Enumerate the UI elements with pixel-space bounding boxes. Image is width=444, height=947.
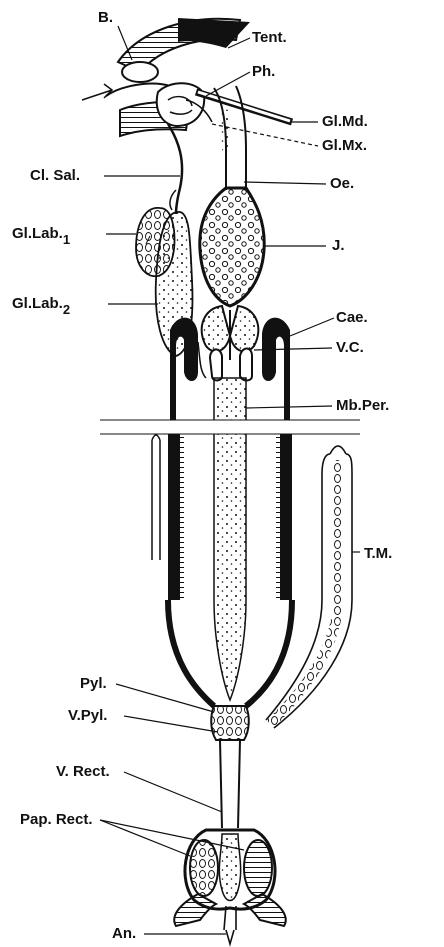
oesophagus-crop	[200, 86, 264, 360]
label-pap-rect: Pap. Rect.	[20, 811, 93, 828]
label-gl-md: Gl.Md.	[322, 113, 368, 130]
label-gl-lab1: Gl.Lab.1	[12, 225, 70, 247]
label-j: J.	[332, 237, 345, 254]
label-oe: Oe.	[330, 175, 354, 192]
label-tm: T.M.	[364, 545, 392, 562]
label-cae: Cae.	[336, 309, 368, 326]
label-gl-mx: Gl.Mx.	[322, 137, 367, 154]
label-an: An.	[112, 925, 136, 942]
label-tent: Tent.	[252, 29, 287, 46]
label-v-pyl: V.Pyl.	[68, 707, 107, 724]
label-mb-per: Mb.Per.	[336, 397, 389, 414]
label-pyl: Pyl.	[80, 675, 107, 692]
midgut	[168, 318, 292, 706]
label-cl-sal: Cl. Sal.	[30, 167, 80, 184]
label-b: B.	[98, 9, 113, 26]
hindgut	[174, 706, 285, 944]
label-vc: V.C.	[336, 339, 364, 356]
label-gl-lab2: Gl.Lab.2	[12, 295, 70, 317]
label-ph: Ph.	[252, 63, 275, 80]
label-v-rect: V. Rect.	[56, 763, 110, 780]
